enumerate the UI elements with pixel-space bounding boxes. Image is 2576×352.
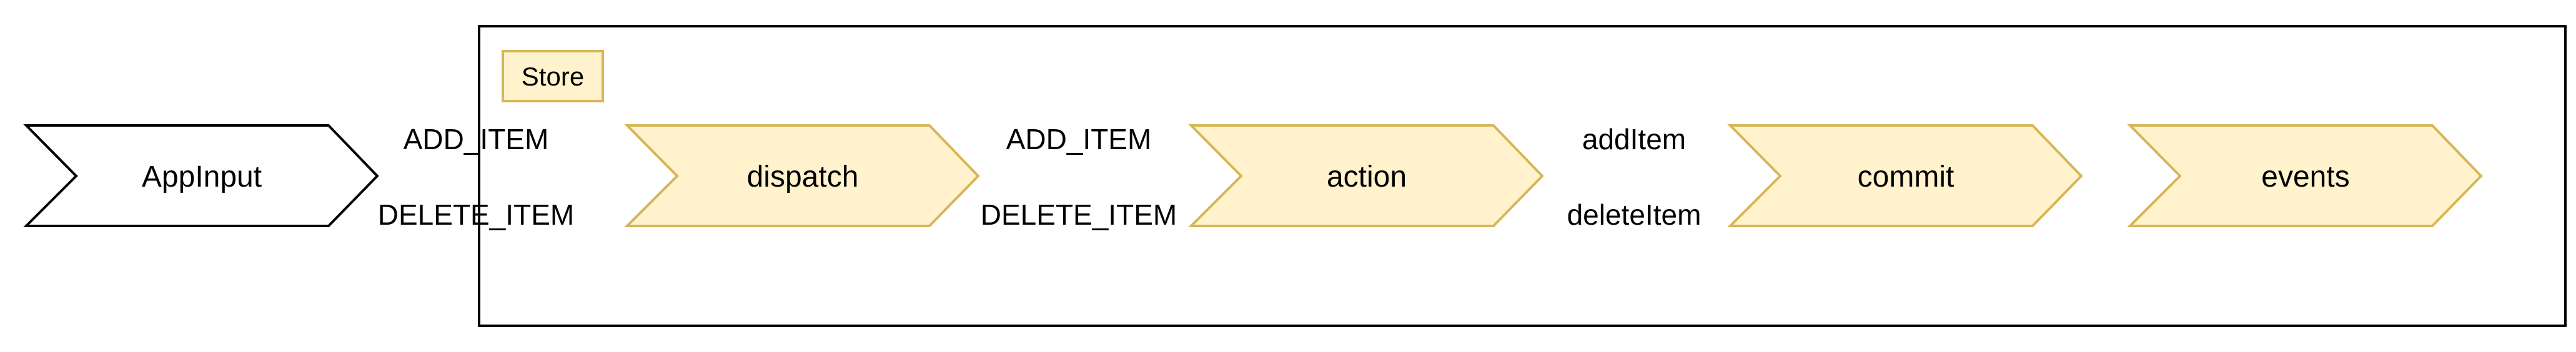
edge-label-input-add-item: ADD_ITEM [404,123,549,155]
store-tag-label: Store [522,62,584,91]
edge-label-dispatch-add-item: ADD_ITEM [1006,123,1152,155]
commit-node [1727,124,2083,227]
store-container [478,25,2567,327]
store-tag [502,50,604,102]
action-label: action [1327,160,1407,193]
edge-label-action-delete-item: deleteItem [1567,198,1702,231]
edge-label-action-add-item: addItem [1582,123,1686,155]
dispatch-node [624,124,980,227]
dispatch-label: dispatch [747,160,859,193]
commit-label: commit [1858,160,1954,193]
edge-label-dispatch-delete-item: DELETE_ITEM [981,198,1177,231]
events-label: events [2261,160,2349,193]
app-input-label: AppInput [142,160,262,193]
action-node [1188,124,1544,227]
app-input-node [23,124,379,227]
edge-label-input-delete-item: DELETE_ITEM [378,198,574,231]
events-node [2127,124,2483,227]
